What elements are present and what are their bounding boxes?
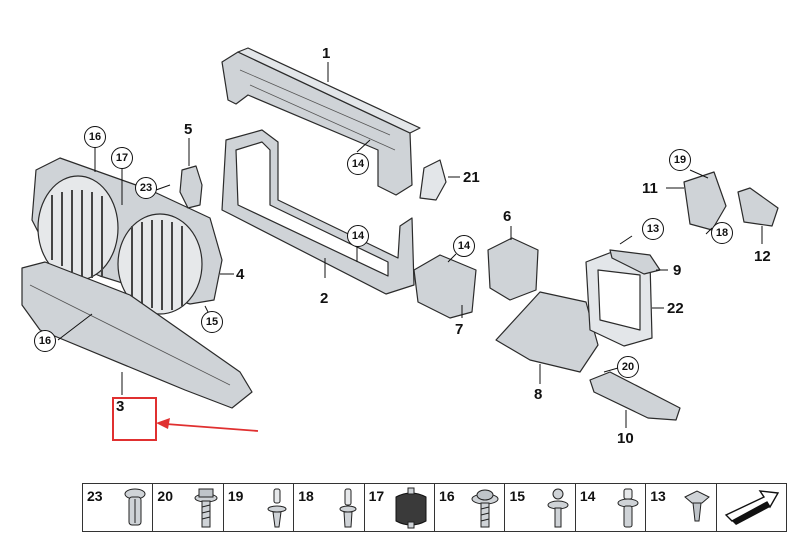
fastener-cell-14[interactable]: 14 (576, 484, 647, 531)
fastener-cell-17[interactable]: 17 (365, 484, 436, 531)
part-6-air-duct (487, 237, 539, 301)
push-rivet-icon (339, 488, 357, 528)
callout-16-top: 16 (84, 126, 106, 148)
fastener-strip: 23 20 19 18 (82, 483, 787, 532)
callout-15: 15 (201, 311, 223, 333)
ball-stud-icon (547, 488, 569, 528)
part-label-1: 1 (322, 45, 331, 62)
callout-18: 18 (711, 222, 733, 244)
callout-14-upper: 14 (347, 153, 369, 175)
fastener-cell-16[interactable]: 16 (435, 484, 506, 531)
part-label-12: 12 (754, 248, 771, 265)
part-4-grille-assembly (31, 157, 223, 315)
part-label-3: 3 (116, 398, 125, 415)
part-label-8: 8 (534, 386, 543, 403)
fastener-cell-13[interactable]: 13 (646, 484, 717, 531)
part-9-bracket (609, 249, 661, 275)
part-5-bracket (179, 165, 203, 209)
clip-pin-icon (617, 488, 639, 528)
fastener-number: 19 (227, 488, 244, 504)
part-label-21: 21 (463, 169, 480, 186)
part-2-front-end-frame (221, 129, 415, 295)
highlight-box (112, 397, 157, 441)
callout-14-frame: 14 (347, 225, 369, 247)
assembly-arrow-icon (724, 490, 780, 525)
fastener-number: 17 (368, 488, 385, 504)
expanding-rivet-icon (124, 488, 146, 526)
callout-14-duct: 14 (453, 235, 475, 257)
callout-19: 19 (669, 149, 691, 171)
part-label-11: 11 (642, 180, 658, 197)
callout-20: 20 (617, 356, 639, 378)
part-7-air-duct (413, 254, 477, 319)
part-10-bracket (589, 371, 681, 421)
part-1-upper-carrier (221, 47, 421, 196)
part-label-5: 5 (184, 121, 193, 138)
part-12-deflector (737, 187, 779, 227)
fastener-number: 18 (298, 488, 314, 504)
part-21-seal (419, 159, 447, 201)
part-label-6: 6 (503, 208, 512, 225)
fastener-cell-20[interactable]: 20 (153, 484, 224, 531)
hex-bolt-icon (194, 488, 218, 528)
callout-16-bottom: 16 (34, 330, 56, 352)
fastener-number: 15 (509, 488, 526, 504)
part-11-deflector (683, 171, 727, 231)
fastener-cell-23[interactable]: 23 (83, 484, 154, 531)
fastener-cell-assembly[interactable] (717, 484, 786, 531)
fastener-cell-18[interactable]: 18 (294, 484, 365, 531)
part-label-10: 10 (617, 430, 634, 447)
callout-13: 13 (642, 218, 664, 240)
callout-17: 17 (111, 147, 133, 169)
part-label-9: 9 (673, 262, 682, 279)
part-3-lower-support (21, 261, 253, 409)
part-label-4: 4 (236, 266, 245, 283)
push-pin-icon (267, 488, 287, 528)
part-label-22: 22 (667, 300, 684, 317)
spring-nut-icon (683, 490, 710, 522)
fastener-number: 14 (579, 488, 596, 504)
fastener-number: 16 (439, 488, 455, 504)
fastener-number: 23 (87, 488, 103, 504)
fastener-number: 13 (650, 488, 666, 504)
fastener-cell-15[interactable]: 15 (505, 484, 576, 531)
highlight-arrow-icon (156, 418, 259, 432)
flange-screw-icon (471, 489, 499, 528)
part-label-2: 2 (320, 290, 329, 307)
callout-23: 23 (135, 177, 157, 199)
fastener-cell-19[interactable]: 19 (224, 484, 295, 531)
rubber-mount-icon (395, 487, 427, 529)
part-8-air-guide (495, 291, 599, 373)
leader-lines (57, 62, 763, 428)
part-label-7: 7 (455, 321, 464, 338)
fastener-number: 20 (157, 488, 173, 504)
